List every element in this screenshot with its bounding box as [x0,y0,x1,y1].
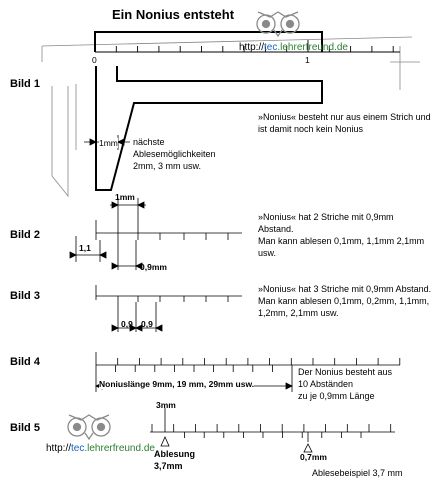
scale-bild3 [95,285,242,332]
url-prefix: http:// [239,42,265,53]
url-host-highlight: tec [264,42,278,53]
owl-logo-top [256,11,300,38]
watermark-url-top: http://tec.lehrerfreund.de [239,42,348,53]
dim-0-9-a-label: 0,9 [121,319,133,329]
scale-one-label: 1 [305,55,310,65]
scale-bild5 [150,408,395,453]
bild1-note: »Nonius« besteht nur aus einem Strich un… [258,112,431,134]
url-host-highlight: tec [71,443,85,454]
page-title: Ein Nonius entsteht [112,7,235,22]
scale-bild2 [69,198,242,270]
ablesung-label: Ablesung 3,7mm [154,449,196,471]
watermark-url-bottom: http://tec.lehrerfreund.de [46,443,155,454]
next-possibilities-text: nächste Ablesemöglichkeiten 2mm, 3 mm us… [133,137,216,171]
dim-1-1-label: 1,1 [79,243,91,253]
nonius-length-label: Noniuslänge 9mm, 19 mm, 29mm usw. [99,379,255,389]
bild3-label: Bild 3 [10,290,40,302]
bild2-label: Bild 2 [10,229,40,241]
dim-0-9mm-label: 0,9mm [140,262,167,272]
url-host-rest: .lehrerfreund.de [277,42,348,53]
dim-1mm-bild2-label: 1mm [115,192,135,202]
mark-3mm-label: 3mm [156,400,176,410]
bild2-note: »Nonius« hat 2 Striche mit 0,9mm Abstand… [258,212,425,258]
url-host-rest: .lehrerfreund.de [84,443,155,454]
bild4-label: Bild 4 [10,356,40,368]
scale-zero-label: 0 [92,55,97,65]
owl-logo-bottom [67,414,111,441]
example-label: Ablesebeispiel 3,7 mm [312,468,403,478]
bild3-note: »Nonius« hat 3 Striche mit 0,9mm Abstand… [258,284,432,318]
dim-0-9-b-label: 0,9 [141,319,153,329]
main-scale-bild1 [94,40,394,52]
bild1-label: Bild 1 [10,78,40,90]
bild4-note: Der Nonius besteht aus 10 Abständen zu j… [298,367,393,401]
url-prefix: http:// [46,443,72,454]
bild5-label: Bild 5 [10,422,40,434]
mark-0-7mm-label: 0,7mm [300,452,327,462]
dim-1mm-bild1-label: 1mm [99,138,118,148]
